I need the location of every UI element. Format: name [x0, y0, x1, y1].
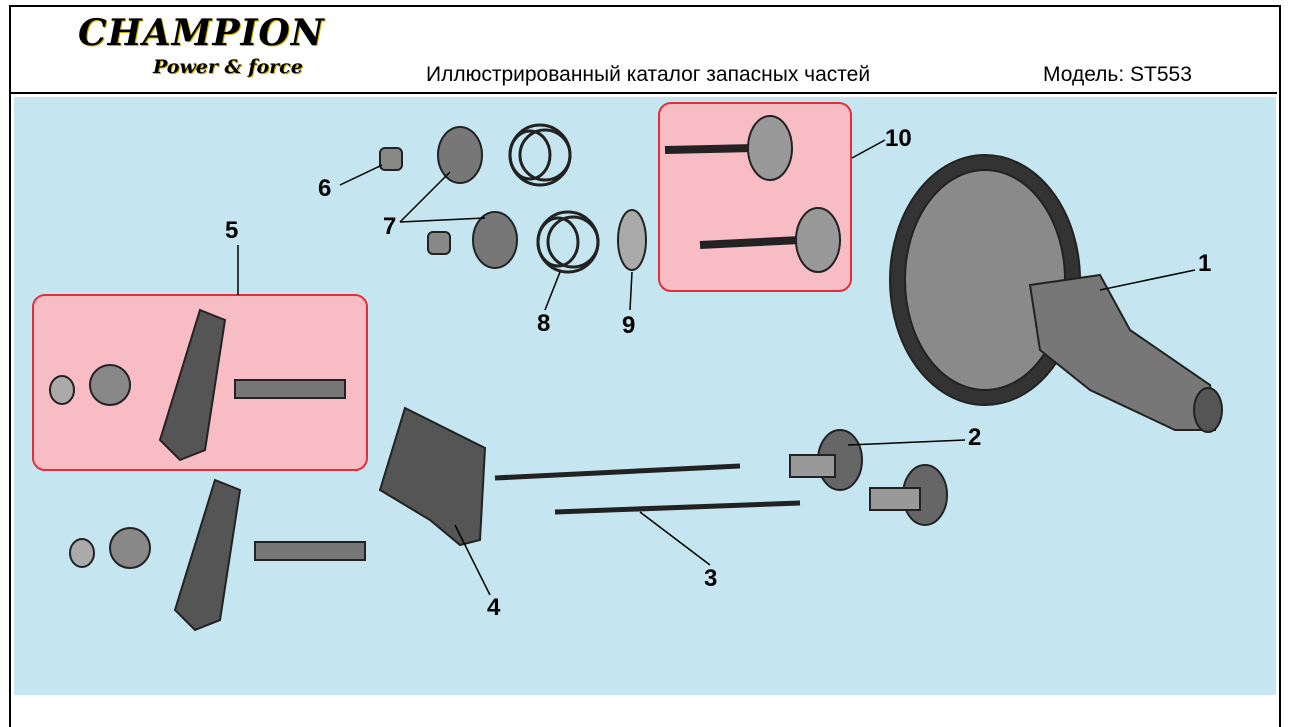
callout-4: 4	[487, 594, 501, 621]
callout-3: 3	[704, 565, 718, 592]
callout-6: 6	[318, 175, 332, 202]
valve-retainer-part	[472, 211, 518, 269]
callout-1: 1	[1198, 250, 1212, 277]
camshaft-gear-part	[889, 154, 1223, 433]
guide-plate-part	[378, 406, 487, 547]
champion-logo: CHAMPION Power & force	[78, 12, 325, 78]
tappet-part	[789, 429, 948, 526]
header-divider	[9, 92, 1277, 94]
model-label: Модель: ST553	[1043, 63, 1192, 86]
valve-seal-part	[617, 209, 647, 271]
page-frame	[9, 5, 1281, 727]
callout-5: 5	[225, 217, 239, 244]
valve-cap-part	[379, 147, 403, 171]
callout-10: 10	[885, 125, 912, 152]
logo-brand: CHAMPION	[78, 12, 325, 54]
push-rod-part	[494, 463, 741, 481]
leader-lines	[237, 139, 1196, 596]
catalog-title: Иллюстрированный каталог запасных частей	[426, 63, 871, 86]
push-rod-part	[554, 500, 801, 515]
callout-8: 8	[537, 310, 551, 337]
callout-7: 7	[383, 213, 397, 240]
valve-part	[664, 115, 841, 273]
valve-cap-part	[427, 231, 451, 255]
rocker-arm-part	[49, 308, 366, 632]
callout-2: 2	[968, 424, 982, 451]
callout-9: 9	[622, 312, 636, 339]
valve-spring-part	[508, 123, 600, 274]
logo-tagline: Power & force	[153, 56, 303, 78]
valve-retainer-part	[437, 126, 483, 184]
